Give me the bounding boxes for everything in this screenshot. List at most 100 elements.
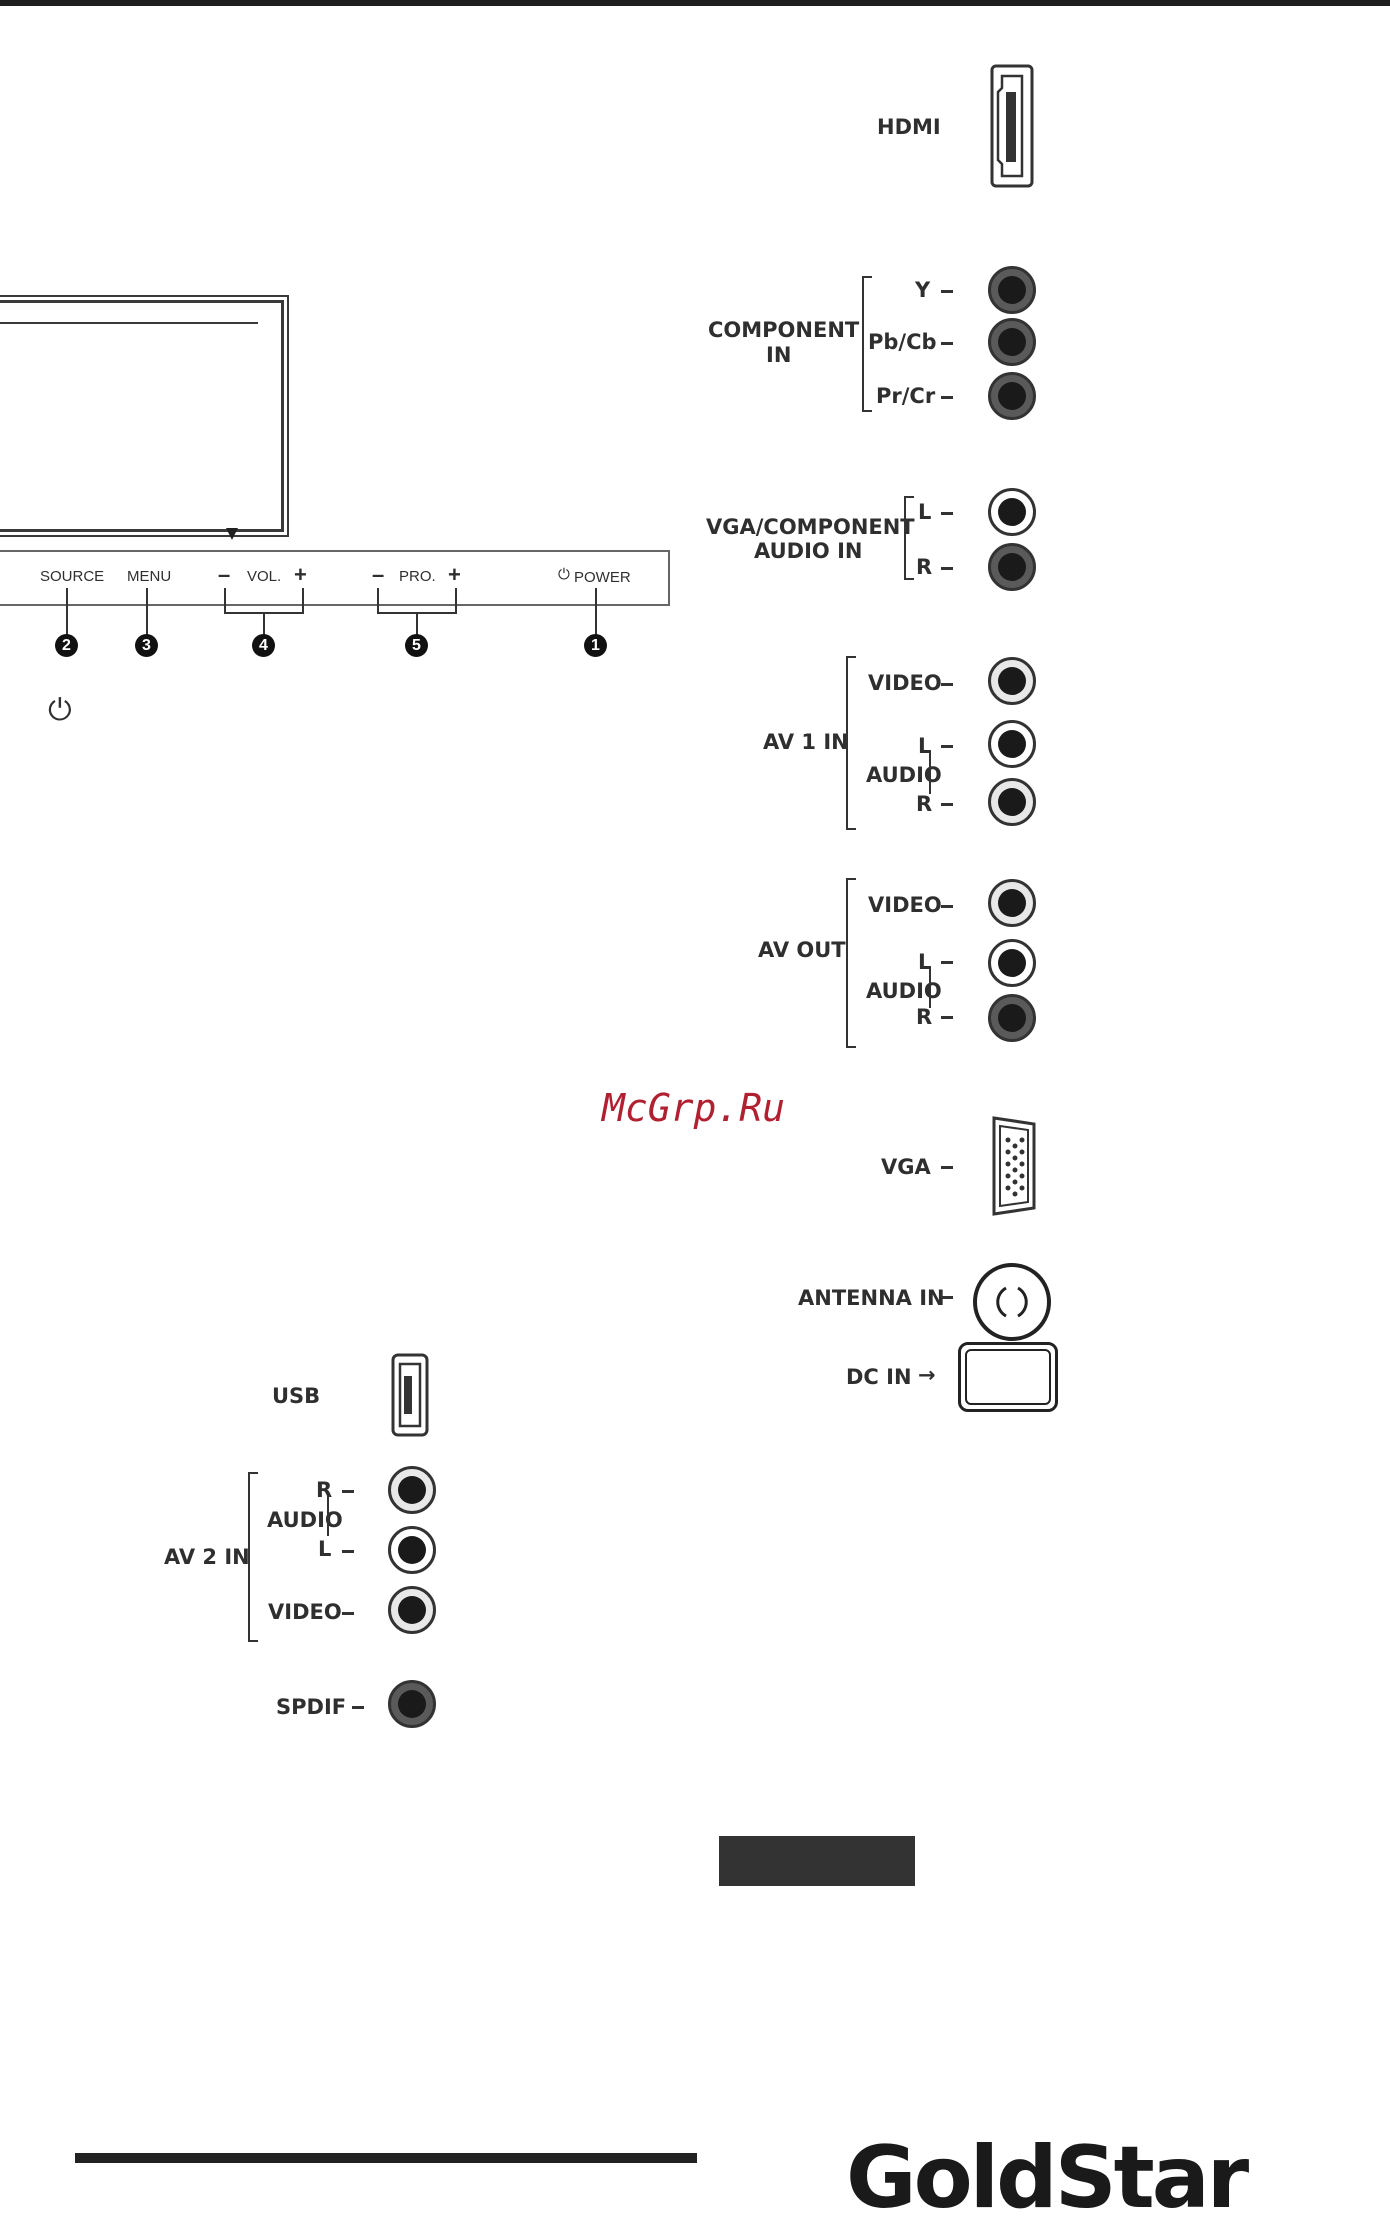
avout-r-label: R — [916, 1005, 932, 1029]
av2-video-label: VIDEO — [268, 1600, 342, 1624]
antenna-port-icon[interactable] — [972, 1262, 1052, 1342]
av1-video-jack[interactable] — [988, 657, 1036, 705]
panel-vol-plus: + — [294, 562, 307, 588]
vga-audio-l-jack[interactable] — [988, 488, 1036, 536]
hdmi-port-icon — [990, 64, 1034, 188]
dc-in-port[interactable] — [958, 1342, 1058, 1412]
dash — [941, 567, 953, 570]
component-y-jack[interactable] — [988, 266, 1036, 314]
connector-line — [929, 966, 931, 1008]
usb-label: USB — [272, 1384, 320, 1408]
panel-pro-label: PRO. — [399, 568, 436, 585]
av2-video-jack[interactable] — [388, 1586, 436, 1634]
bracket — [904, 496, 914, 580]
dash — [941, 342, 953, 345]
panel-menu-label: MENU — [127, 568, 171, 585]
dash — [941, 512, 953, 515]
grey-block — [719, 1836, 915, 1886]
component-pr-jack[interactable] — [988, 372, 1036, 420]
dash — [941, 683, 953, 686]
av1-audio-l-jack[interactable] — [988, 720, 1036, 768]
callout-line — [224, 588, 226, 612]
av2-r-label: R — [316, 1478, 332, 1502]
vga-component-audio-label: VGA/COMPONENT — [706, 515, 915, 539]
panel-arrow-icon — [226, 528, 238, 540]
av2-audio-label: AUDIO — [267, 1508, 343, 1532]
vga-component-audio-label: AUDIO IN — [754, 539, 862, 563]
hdmi-label: HDMI — [877, 115, 941, 139]
top-border — [0, 0, 1390, 6]
callout-number: 3 — [135, 634, 158, 657]
callout-line — [66, 588, 68, 638]
callout-number: 5 — [405, 634, 428, 657]
spdif-jack[interactable] — [388, 1680, 436, 1728]
audio-r-label: R — [916, 555, 932, 579]
tv-screen-inner-line — [0, 322, 258, 324]
av-out-label: AV OUT — [758, 938, 846, 962]
component-in-label: COMPONENT — [708, 318, 859, 342]
footer-rule — [75, 2153, 697, 2163]
panel-power-label: POWER — [574, 569, 631, 586]
dash — [342, 1490, 354, 1493]
avout-audio-l-jack[interactable] — [988, 939, 1036, 987]
av1-audio-r-jack[interactable] — [988, 778, 1036, 826]
dash — [941, 290, 953, 293]
av2-audio-l-jack[interactable] — [388, 1526, 436, 1574]
antenna-in-label: ANTENNA IN — [798, 1286, 945, 1310]
connector-line — [929, 750, 931, 794]
vga-label: VGA — [881, 1155, 931, 1179]
avout-audio-r-jack[interactable] — [988, 994, 1036, 1042]
dash — [941, 1296, 953, 1299]
avout-video-label: VIDEO — [868, 893, 942, 917]
usb-port-icon — [390, 1352, 430, 1438]
callout-line — [302, 588, 304, 612]
connector-line — [327, 1496, 329, 1536]
callout-line — [377, 588, 379, 612]
arrow-right-icon: → — [918, 1363, 936, 1387]
dash — [342, 1612, 354, 1615]
bracket — [846, 878, 856, 1048]
dash — [941, 1166, 953, 1169]
panel-pro-minus: – — [372, 562, 384, 588]
callout-number: 2 — [55, 634, 78, 657]
dash — [352, 1706, 364, 1709]
vga-audio-r-jack[interactable] — [988, 543, 1036, 591]
panel-vol-label: VOL. — [247, 568, 281, 585]
panel-vol-minus: – — [218, 562, 230, 588]
av1-video-label: VIDEO — [868, 671, 942, 695]
callout-line — [146, 588, 148, 638]
audio-l-label: L — [918, 500, 931, 524]
watermark: McGrp.Ru — [602, 1086, 785, 1130]
spdif-label: SPDIF — [276, 1695, 346, 1719]
component-pr-label: Pr/Cr — [876, 384, 935, 408]
av1-in-label: AV 1 IN — [763, 730, 849, 754]
bracket — [846, 656, 856, 830]
standby-power-icon: ⏻ — [48, 694, 72, 728]
tv-screen-outline — [0, 300, 284, 532]
dc-in-label: DC IN — [846, 1365, 912, 1389]
goldstar-logo: GoldStar — [846, 2138, 1246, 2218]
callout-line — [595, 588, 597, 638]
component-pb-jack[interactable] — [988, 318, 1036, 366]
dash — [941, 1016, 953, 1019]
power-icon: ⏻ — [558, 566, 570, 583]
avout-video-jack[interactable] — [988, 879, 1036, 927]
dash — [941, 745, 953, 748]
component-pb-label: Pb/Cb — [868, 330, 937, 354]
dash — [941, 961, 953, 964]
dash — [941, 803, 953, 806]
bracket — [248, 1472, 258, 1642]
panel-pro-plus: + — [448, 562, 461, 588]
component-y-label: Y — [915, 278, 930, 302]
callout-number: 4 — [252, 634, 275, 657]
vga-port-icon — [988, 1114, 1040, 1218]
panel-source-label: SOURCE — [40, 568, 104, 585]
dash — [941, 396, 953, 399]
callout-number: 1 — [584, 634, 607, 657]
dash — [941, 905, 953, 908]
av2-l-label: L — [318, 1537, 331, 1561]
av2-in-label: AV 2 IN — [164, 1545, 250, 1569]
callout-line — [455, 588, 457, 612]
av2-audio-r-jack[interactable] — [388, 1466, 436, 1514]
dash — [342, 1550, 354, 1553]
